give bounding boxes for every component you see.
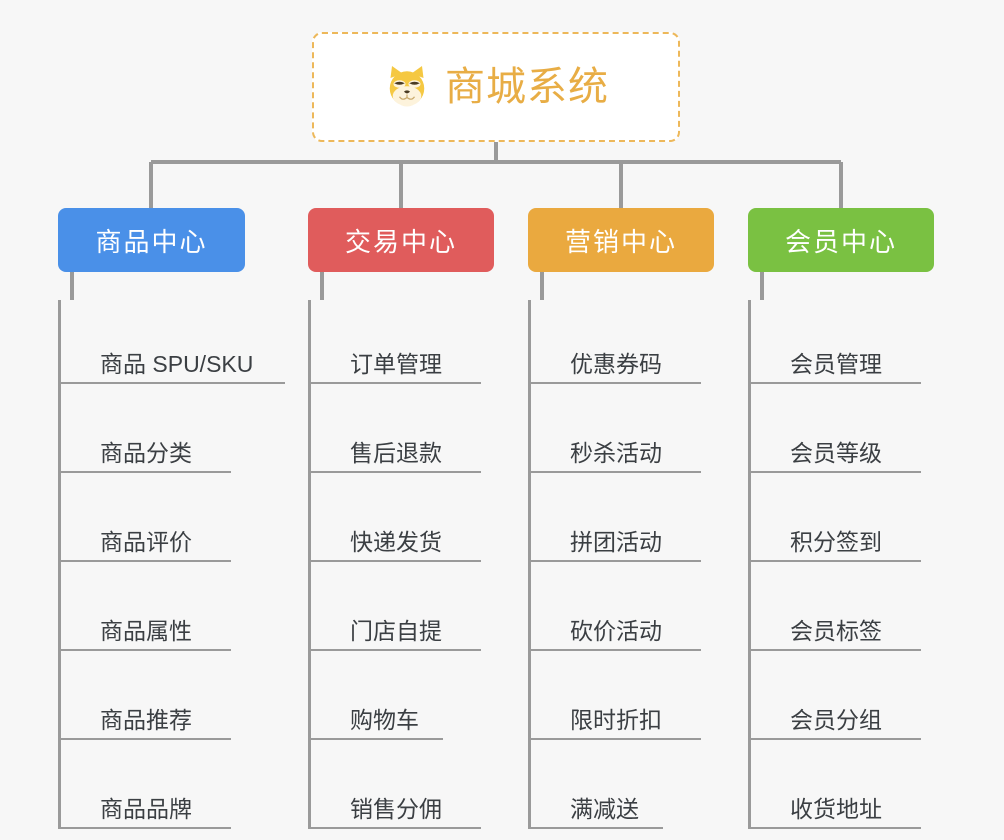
leaf-item[interactable]: 商品 SPU/SKU	[61, 300, 285, 384]
leaf-item[interactable]: 商品推荐	[61, 651, 248, 740]
leaf-list-3: 会员管理 会员等级 积分签到 会员标签 会员分组 收货地址	[748, 300, 938, 829]
root-title: 商城系统	[445, 65, 609, 109]
leaf-item[interactable]: 收货地址	[751, 740, 938, 829]
branch-column-2: 营销中心 优惠券码 秒杀活动 拼团活动 砍价活动 限时折扣 满减送	[528, 208, 734, 829]
leaf-item[interactable]: 快递发货	[311, 473, 498, 562]
category-header-2[interactable]: 营销中心	[528, 208, 714, 272]
category-header-0[interactable]: 商品中心	[58, 208, 245, 272]
leaf-list-1: 订单管理 售后退款 快递发货 门店自提 购物车 销售分佣	[308, 300, 498, 829]
leaf-item[interactable]: 订单管理	[311, 300, 498, 384]
leaf-item[interactable]: 售后退款	[311, 384, 498, 473]
leaf-item[interactable]: 积分签到	[751, 473, 938, 562]
leaf-list-2: 优惠券码 秒杀活动 拼团活动 砍价活动 限时折扣 满减送	[528, 300, 718, 829]
leaf-item[interactable]: 会员管理	[751, 300, 938, 384]
leaf-list-0: 商品 SPU/SKU 商品分类 商品评价 商品属性 商品推荐 商品品牌	[58, 300, 285, 829]
leaf-item[interactable]: 商品评价	[61, 473, 248, 562]
leaf-item[interactable]: 商品分类	[61, 384, 248, 473]
leaf-item[interactable]: 会员等级	[751, 384, 938, 473]
leaf-item[interactable]: 秒杀活动	[531, 384, 718, 473]
leaf-item[interactable]: 砍价活动	[531, 562, 718, 651]
shiba-dog-face-icon	[389, 66, 425, 107]
leaf-item[interactable]: 优惠券码	[531, 300, 718, 384]
leaf-item[interactable]: 限时折扣	[531, 651, 718, 740]
branch-column-0: 商品中心 商品 SPU/SKU 商品分类 商品评价 商品属性 商品推荐 商品品牌	[58, 208, 285, 829]
leaf-item[interactable]: 门店自提	[311, 562, 498, 651]
branch-column-1: 交易中心 订单管理 售后退款 快递发货 门店自提 购物车 销售分佣	[308, 208, 514, 829]
category-header-1[interactable]: 交易中心	[308, 208, 494, 272]
leaf-item[interactable]: 商品品牌	[61, 740, 248, 829]
root-node[interactable]: 商城系统	[312, 32, 680, 142]
leaf-item[interactable]: 拼团活动	[531, 473, 718, 562]
leaf-item[interactable]: 销售分佣	[311, 740, 498, 829]
leaf-item[interactable]: 满减送	[531, 740, 718, 829]
leaf-item[interactable]: 会员标签	[751, 562, 938, 651]
leaf-item[interactable]: 购物车	[311, 651, 498, 740]
leaf-item[interactable]: 商品属性	[61, 562, 248, 651]
category-header-3[interactable]: 会员中心	[748, 208, 934, 272]
leaf-item[interactable]: 会员分组	[751, 651, 938, 740]
branch-column-3: 会员中心 会员管理 会员等级 积分签到 会员标签 会员分组 收货地址	[748, 208, 954, 829]
